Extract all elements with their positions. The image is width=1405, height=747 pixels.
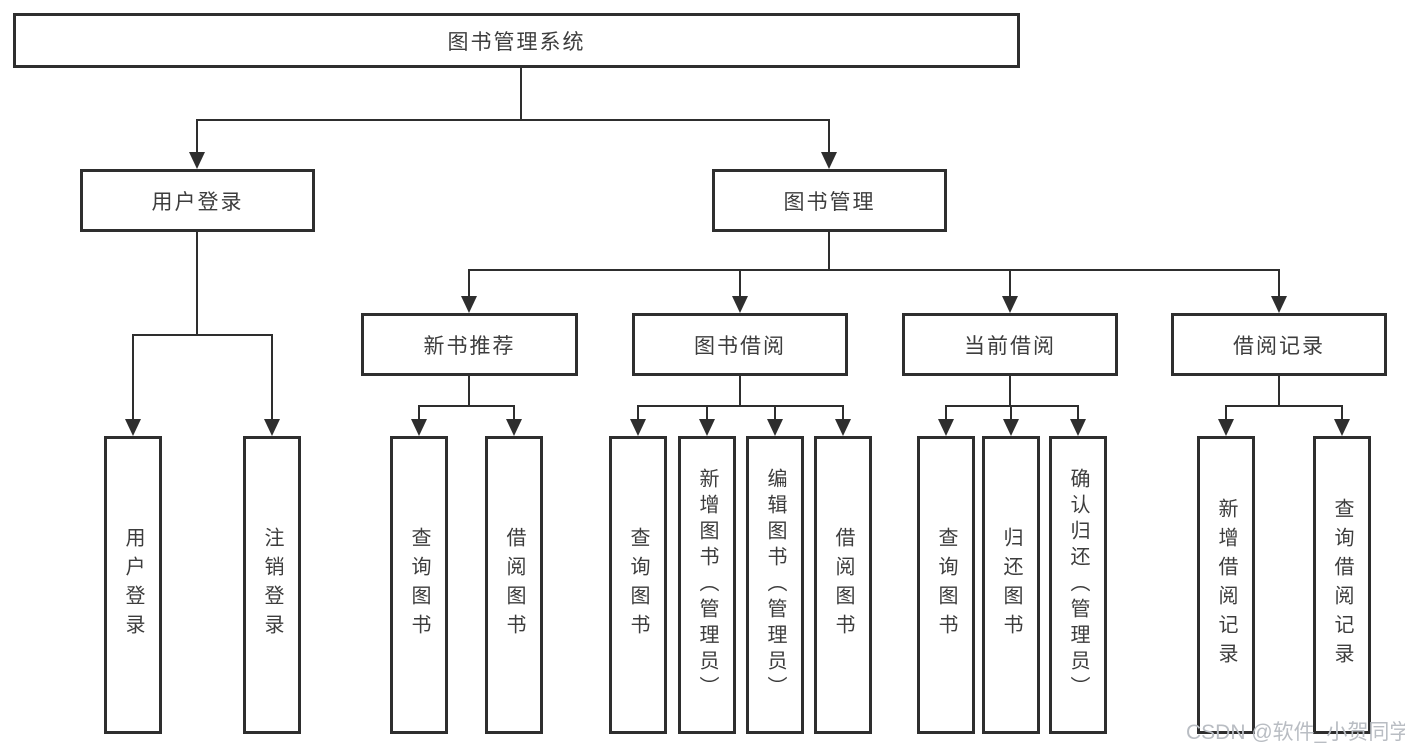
leaf-logout: 注销登录 bbox=[243, 436, 301, 734]
leaf-add-borrow-record: 新增借阅记录 bbox=[1197, 436, 1255, 734]
leaf-user-login-label: 用户登录 bbox=[122, 527, 144, 643]
leaf-query-borrow-record: 查询借阅记录 bbox=[1313, 436, 1371, 734]
connector-line bbox=[637, 405, 844, 407]
connector-line bbox=[468, 269, 1280, 271]
connector-line bbox=[1010, 405, 1012, 420]
connector-line bbox=[1225, 405, 1342, 407]
node-book-management-label: 图书管理 bbox=[783, 190, 876, 214]
connector-line bbox=[196, 232, 198, 336]
leaf-confirm-return-admin-label: 确认归还（管理员） bbox=[1067, 468, 1089, 702]
node-new-book-recommend-label: 新书推荐 bbox=[423, 334, 516, 358]
connector-line bbox=[828, 232, 830, 271]
connector-line bbox=[1009, 376, 1011, 407]
leaf-user-login: 用户登录 bbox=[104, 436, 162, 734]
leaf-confirm-return-admin: 确认归还（管理员） bbox=[1049, 436, 1107, 734]
arrow-down-icon bbox=[821, 152, 837, 169]
arrow-down-icon bbox=[1070, 419, 1086, 436]
arrow-down-icon bbox=[506, 419, 522, 436]
connector-line bbox=[132, 334, 273, 336]
leaf-query-book-3-label: 查询图书 bbox=[935, 527, 957, 643]
node-root: 图书管理系统 bbox=[13, 13, 1020, 68]
arrow-down-icon bbox=[835, 419, 851, 436]
arrow-down-icon bbox=[630, 419, 646, 436]
leaf-add-book-admin-label: 新增图书（管理员） bbox=[696, 468, 718, 702]
connector-line bbox=[468, 269, 470, 298]
leaf-edit-book-admin: 编辑图书（管理员） bbox=[746, 436, 804, 734]
arrow-down-icon bbox=[1003, 419, 1019, 436]
connector-line bbox=[842, 405, 844, 420]
arrow-down-icon bbox=[699, 419, 715, 436]
connector-line bbox=[196, 119, 198, 154]
node-borrow-records: 借阅记录 bbox=[1171, 313, 1387, 376]
node-current-borrow-label: 当前借阅 bbox=[964, 334, 1056, 358]
leaf-borrow-book-1-label: 借阅图书 bbox=[503, 527, 525, 643]
leaf-add-borrow-record-label: 新增借阅记录 bbox=[1215, 498, 1237, 672]
leaf-borrow-book-2-label: 借阅图书 bbox=[832, 527, 854, 643]
connector-line bbox=[1009, 269, 1011, 298]
arrow-down-icon bbox=[938, 419, 954, 436]
arrow-down-icon bbox=[125, 419, 141, 436]
arrow-down-icon bbox=[411, 419, 427, 436]
connector-line bbox=[418, 405, 515, 407]
connector-line bbox=[1278, 269, 1280, 298]
connector-line bbox=[513, 405, 515, 420]
arrow-down-icon bbox=[1002, 296, 1018, 313]
node-user-login-label: 用户登录 bbox=[151, 190, 244, 214]
leaf-query-book-2: 查询图书 bbox=[609, 436, 667, 734]
arrow-down-icon bbox=[189, 152, 205, 169]
connector-line bbox=[418, 405, 420, 420]
connector-line bbox=[706, 405, 708, 420]
node-current-borrow: 当前借阅 bbox=[902, 313, 1118, 376]
arrow-down-icon bbox=[732, 296, 748, 313]
node-root-label: 图书管理系统 bbox=[447, 30, 586, 54]
leaf-return-book-label: 归还图书 bbox=[1000, 527, 1022, 643]
connector-line bbox=[271, 334, 273, 420]
connector-line bbox=[637, 405, 639, 420]
arrow-down-icon bbox=[1271, 296, 1287, 313]
connector-line bbox=[1341, 405, 1343, 420]
leaf-logout-label: 注销登录 bbox=[261, 527, 283, 643]
connector-line bbox=[774, 405, 776, 420]
connector-line bbox=[1225, 405, 1227, 420]
arrow-down-icon bbox=[767, 419, 783, 436]
leaf-query-borrow-record-label: 查询借阅记录 bbox=[1331, 498, 1353, 672]
leaf-borrow-book-1: 借阅图书 bbox=[485, 436, 543, 734]
connector-line bbox=[132, 334, 134, 420]
node-user-login: 用户登录 bbox=[80, 169, 315, 232]
arrow-down-icon bbox=[264, 419, 280, 436]
connector-line bbox=[520, 68, 522, 121]
connector-line bbox=[468, 376, 470, 407]
connector-line bbox=[945, 405, 947, 420]
connector-line bbox=[828, 119, 830, 154]
node-book-management: 图书管理 bbox=[712, 169, 947, 232]
node-book-borrow: 图书借阅 bbox=[632, 313, 848, 376]
node-borrow-records-label: 借阅记录 bbox=[1233, 334, 1325, 358]
connector-line bbox=[739, 376, 741, 407]
arrow-down-icon bbox=[1334, 419, 1350, 436]
leaf-query-book-1: 查询图书 bbox=[390, 436, 448, 734]
leaf-query-book-2-label: 查询图书 bbox=[627, 527, 649, 643]
arrow-down-icon bbox=[461, 296, 477, 313]
connector-line bbox=[1278, 376, 1280, 407]
connector-line bbox=[739, 269, 741, 298]
connector-line bbox=[196, 119, 829, 121]
watermark: CSDN @软件_小贺同学 bbox=[1186, 721, 1405, 744]
arrow-down-icon bbox=[1218, 419, 1234, 436]
node-book-borrow-label: 图书借阅 bbox=[694, 334, 786, 358]
leaf-add-book-admin: 新增图书（管理员） bbox=[678, 436, 736, 734]
leaf-edit-book-admin-label: 编辑图书（管理员） bbox=[764, 468, 786, 702]
node-new-book-recommend: 新书推荐 bbox=[361, 313, 578, 376]
connector-line bbox=[1077, 405, 1079, 420]
leaf-query-book-3: 查询图书 bbox=[917, 436, 975, 734]
leaf-return-book: 归还图书 bbox=[982, 436, 1040, 734]
leaf-query-book-1-label: 查询图书 bbox=[408, 527, 430, 643]
leaf-borrow-book-2: 借阅图书 bbox=[814, 436, 872, 734]
